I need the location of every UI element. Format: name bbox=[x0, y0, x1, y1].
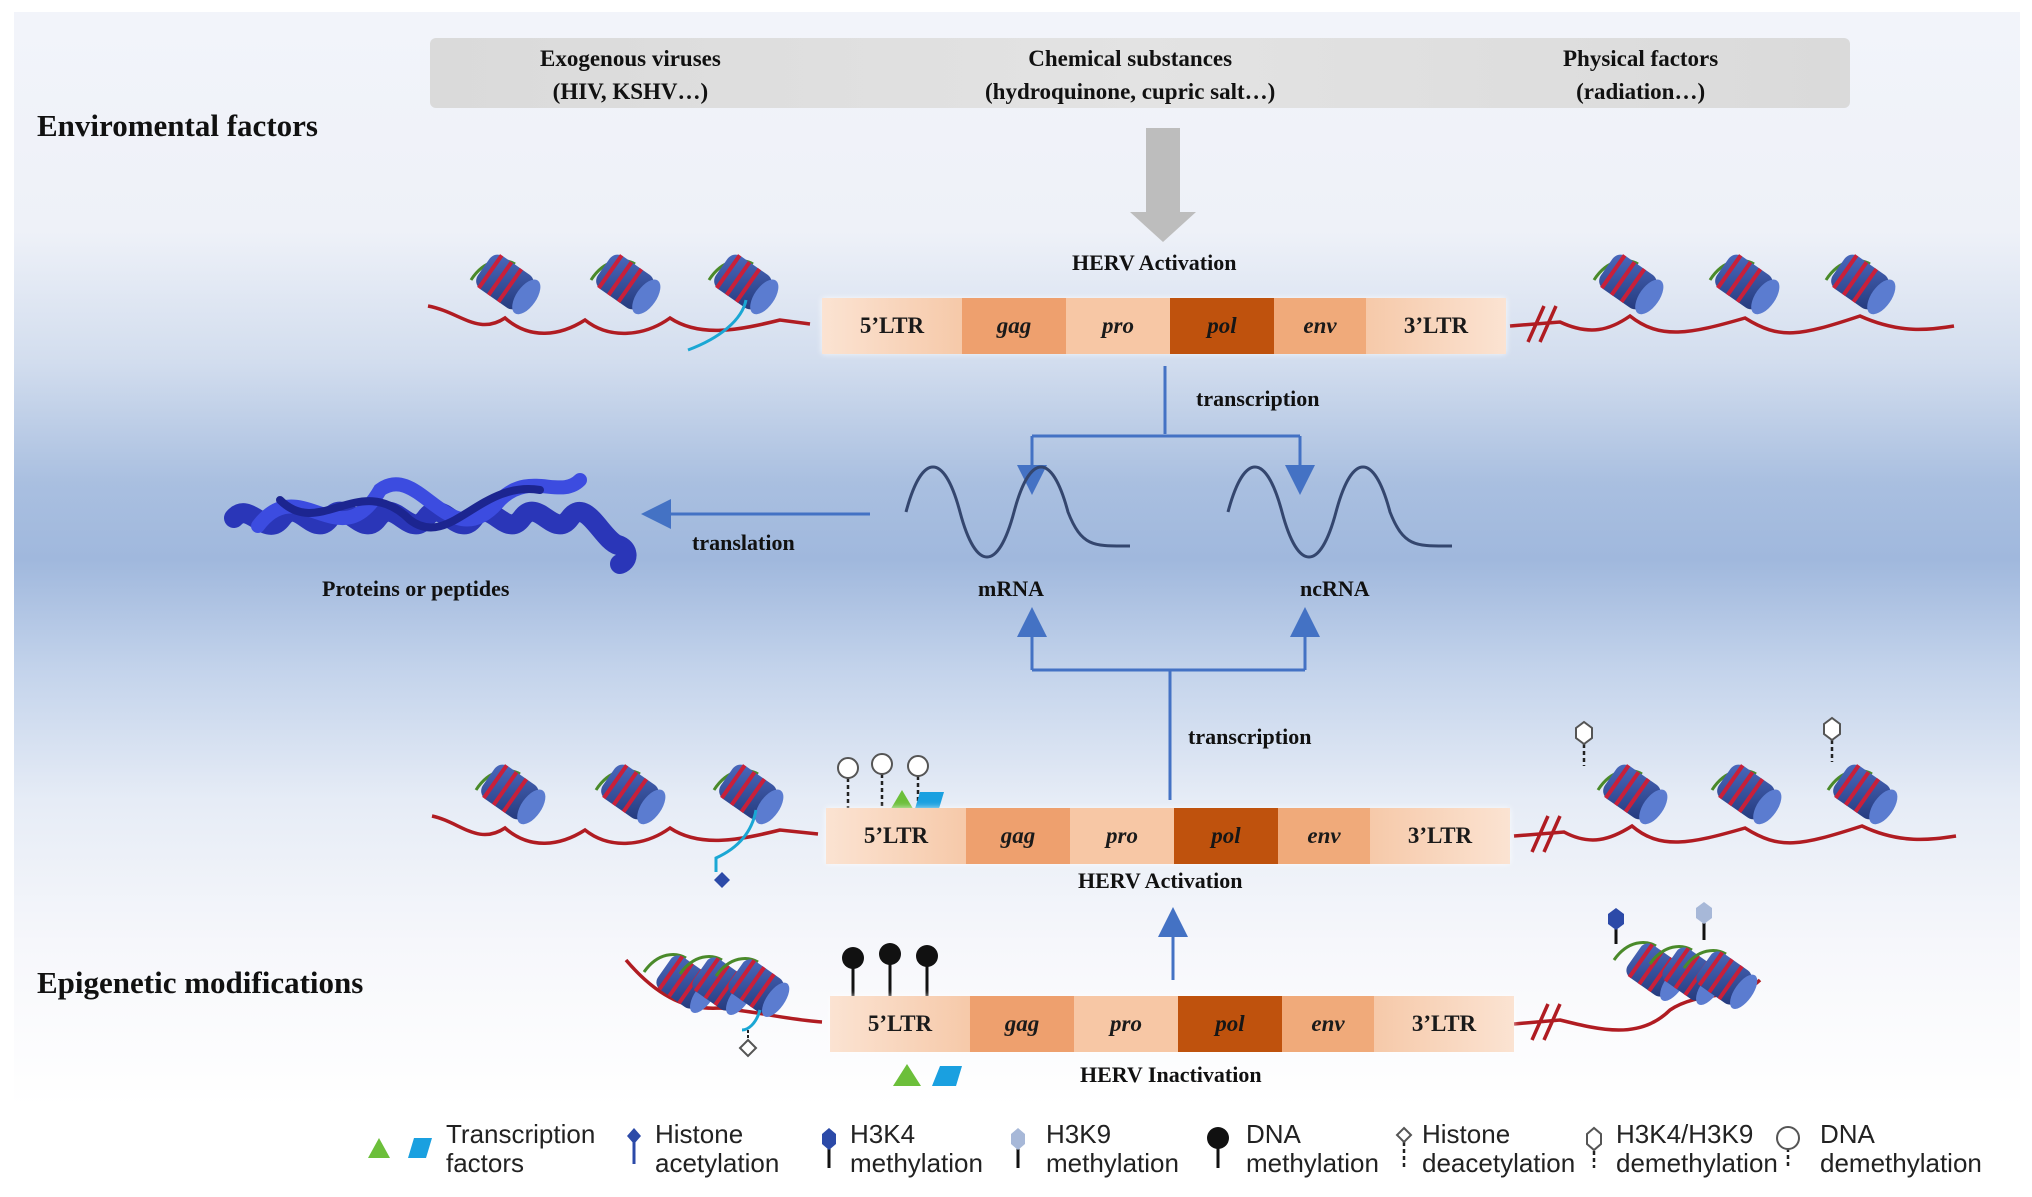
segment-env: env bbox=[1278, 808, 1370, 864]
source-name: Exogenous viruses bbox=[540, 46, 721, 71]
segment-pol: pol bbox=[1178, 996, 1282, 1052]
segment-5ltr: 5’LTR bbox=[826, 808, 966, 864]
legend-dna-methylation: DNA methylation bbox=[1246, 1120, 1379, 1178]
source-name: Chemical substances bbox=[1028, 46, 1233, 71]
transcription-arrows-bottom bbox=[1017, 607, 1320, 800]
legend-dna-demethylation: DNA demethylation bbox=[1820, 1120, 1982, 1178]
label-mrna: mRNA bbox=[978, 576, 1044, 601]
protein-helix-icon bbox=[224, 473, 637, 574]
diagram-background bbox=[14, 12, 2020, 1107]
legend-line: Histone bbox=[655, 1119, 744, 1149]
chromatin-right-row1 bbox=[1509, 248, 1955, 343]
chromatin-left-row2 bbox=[431, 758, 819, 888]
source-examples: (HIV, KSHV…) bbox=[552, 79, 709, 104]
segment-env: env bbox=[1274, 298, 1366, 354]
label-proteins: Proteins or peptides bbox=[322, 576, 510, 601]
segment-gag: gag bbox=[962, 298, 1066, 354]
legend-histone-acetylation: Histone acetylation bbox=[655, 1120, 779, 1178]
legend-line: demethylation bbox=[1820, 1148, 1982, 1178]
label-translation: translation bbox=[692, 530, 795, 555]
herv-bar-row3: 5’LTR gag pro pol env 3’LTR bbox=[830, 996, 1514, 1052]
legend-line: Transcription bbox=[446, 1119, 596, 1149]
label-ncrna: ncRNA bbox=[1300, 576, 1370, 601]
transcription-factors-row3 bbox=[893, 1064, 962, 1086]
transcription-arrows-top bbox=[1017, 366, 1315, 495]
environmental-sources-bar bbox=[430, 38, 1850, 108]
legend-h3k9-methylation: H3K9 methylation bbox=[1046, 1120, 1179, 1178]
legend-line: factors bbox=[446, 1148, 525, 1178]
legend-h3k4-h3k9-demethylation: H3K4/H3K9 demethylation bbox=[1616, 1120, 1778, 1178]
dna-demethylation-marks-row2 bbox=[837, 753, 929, 808]
source-examples: (hydroquinone, cupric salt…) bbox=[985, 79, 1276, 104]
source-examples: (radiation…) bbox=[1576, 79, 1706, 104]
label-transcription-bottom: transcription bbox=[1188, 724, 1312, 749]
label-herv-activation-top: HERV Activation bbox=[1072, 250, 1237, 275]
transcription-factors-row2 bbox=[889, 790, 944, 812]
segment-pro: pro bbox=[1070, 808, 1174, 864]
legend-line: acetylation bbox=[655, 1148, 780, 1178]
segment-3ltr: 3’LTR bbox=[1370, 808, 1510, 864]
herv-bar-row1: 5’LTR gag pro pol env 3’LTR bbox=[822, 298, 1506, 354]
ncrna-wave bbox=[1226, 465, 1453, 559]
legend-line: DNA bbox=[1820, 1119, 1875, 1149]
chromatin-right-row3 bbox=[1513, 902, 1765, 1041]
source-chemical-substances: Chemical substances (hydroquinone, cupri… bbox=[985, 42, 1275, 108]
legend-line: methylation bbox=[1246, 1148, 1379, 1178]
segment-gag: gag bbox=[966, 808, 1070, 864]
legend-line: H3K4 bbox=[850, 1119, 916, 1149]
herv-bar-row2: 5’LTR gag pro pol env 3’LTR bbox=[826, 808, 1510, 864]
segment-3ltr: 3’LTR bbox=[1366, 298, 1506, 354]
legend-h3k4-methylation: H3K4 methylation bbox=[850, 1120, 983, 1178]
chromatin-right-row2 bbox=[1513, 716, 1957, 853]
segment-gag: gag bbox=[970, 996, 1074, 1052]
mrna-wave bbox=[904, 465, 1131, 559]
label-herv-inactivation: HERV Inactivation bbox=[1080, 1062, 1262, 1087]
segment-pol: pol bbox=[1170, 298, 1274, 354]
label-herv-activation-bottom: HERV Activation bbox=[1078, 868, 1243, 893]
activation-arrow bbox=[1130, 128, 1196, 242]
source-physical-factors: Physical factors (radiation…) bbox=[1563, 42, 1718, 108]
legend-line: methylation bbox=[850, 1148, 983, 1178]
segment-3ltr: 3’LTR bbox=[1374, 996, 1514, 1052]
legend-line: Histone bbox=[1422, 1119, 1511, 1149]
section-title-environmental: Enviromental factors bbox=[37, 108, 318, 143]
source-name: Physical factors bbox=[1563, 46, 1719, 71]
dna-methylation-marks-row3 bbox=[842, 943, 938, 998]
segment-5ltr: 5’LTR bbox=[830, 996, 970, 1052]
label-transcription-top: transcription bbox=[1196, 386, 1320, 411]
chromatin-left-row1 bbox=[427, 248, 811, 352]
legend-line: demethylation bbox=[1616, 1148, 1778, 1178]
segment-pol: pol bbox=[1174, 808, 1278, 864]
legend-histone-deacetylation: Histone deacetylation bbox=[1422, 1120, 1575, 1178]
legend-line: methylation bbox=[1046, 1148, 1179, 1178]
segment-env: env bbox=[1282, 996, 1374, 1052]
legend-line: deacetylation bbox=[1422, 1148, 1576, 1178]
legend-line: DNA bbox=[1246, 1119, 1301, 1149]
source-exogenous-viruses: Exogenous viruses (HIV, KSHV…) bbox=[540, 42, 721, 108]
legend-transcription-factors: Transcription factors bbox=[446, 1120, 595, 1178]
segment-pro: pro bbox=[1074, 996, 1178, 1052]
section-title-epigenetic: Epigenetic modifications bbox=[37, 965, 364, 1000]
legend-line: H3K4/H3K9 bbox=[1616, 1119, 1754, 1149]
segment-5ltr: 5’LTR bbox=[822, 298, 962, 354]
legend-line: H3K9 bbox=[1046, 1119, 1112, 1149]
chromatin-left-row3 bbox=[624, 949, 823, 1058]
segment-pro: pro bbox=[1066, 298, 1170, 354]
legend-icons bbox=[368, 1126, 1800, 1168]
